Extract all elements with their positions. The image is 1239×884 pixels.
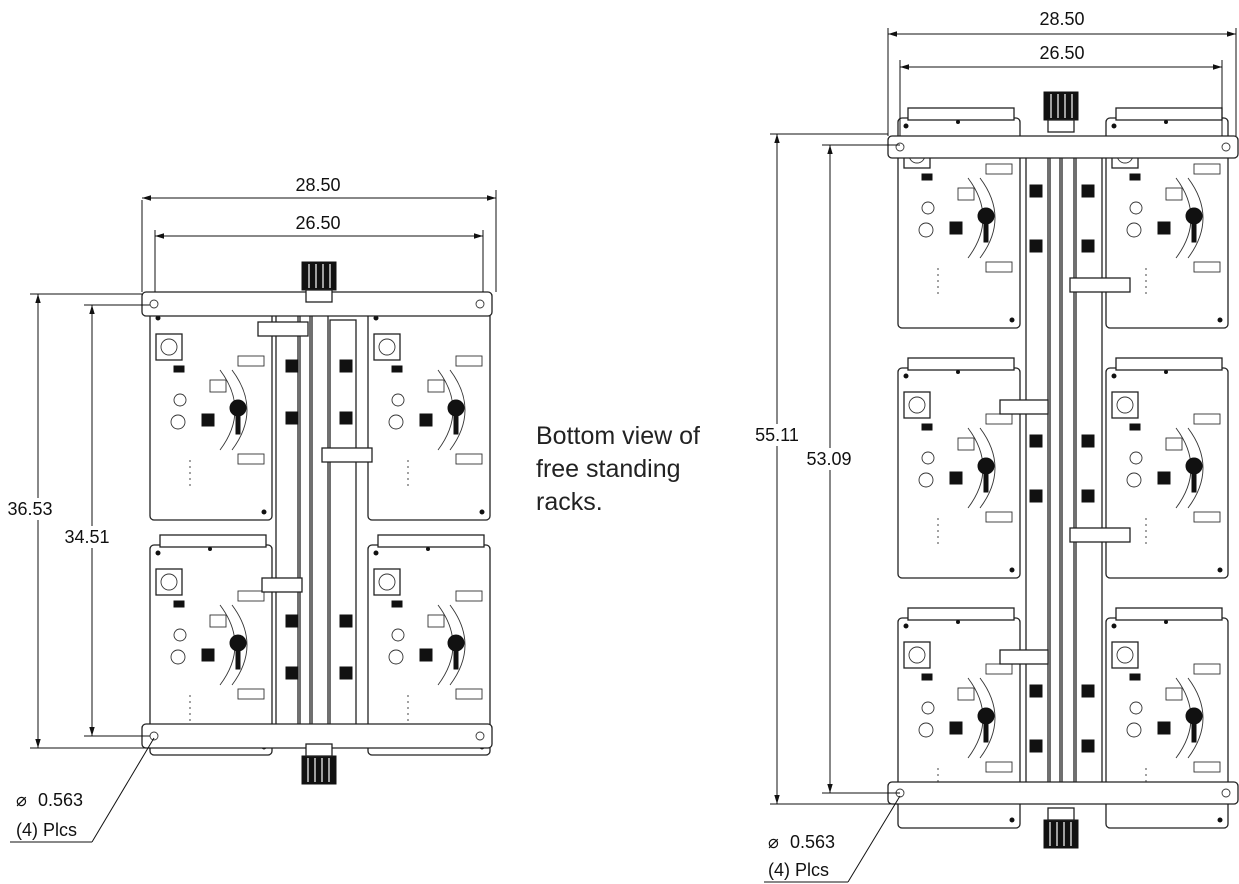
left-overall-height-label: 36.53 [7, 499, 52, 519]
right-bottom-bracket [887, 781, 1239, 805]
caption: Bottom view of free standing racks. [536, 420, 736, 519]
left-rack: 28.50 26.50 36.53 34.51 ⌀ 0.563 (4) Plcs [7, 175, 497, 843]
left-overall-width-label: 28.50 [295, 175, 340, 195]
right-hole-dia-symbol: ⌀ [768, 832, 779, 852]
left-manifold [257, 299, 373, 731]
left-hole-count-label: (4) Plcs [16, 820, 77, 840]
left-hole-leader [91, 737, 155, 843]
right-inner-width-label: 26.50 [1039, 43, 1084, 63]
right-module-2-left [897, 357, 1021, 579]
right-top-bracket [887, 135, 1239, 159]
left-hole-dia-label: 0.563 [38, 790, 83, 810]
left-module-bottom-left [149, 534, 273, 756]
right-hole-count-label: (4) Plcs [768, 860, 829, 880]
right-manifold [999, 149, 1131, 801]
right-rack: 28.50 26.50 55.11 53.09 ⌀ 0.563 (4) Plcs [752, 9, 1239, 883]
left-bottom-connector [301, 743, 337, 785]
right-overall-height-label: 55.11 [755, 425, 799, 445]
right-hole-leader [847, 795, 901, 883]
caption-line-3: racks. [536, 488, 603, 516]
right-overall-width-label: 28.50 [1039, 9, 1084, 29]
left-top-connector [301, 261, 337, 303]
left-inner-width-label: 26.50 [295, 213, 340, 233]
right-inner-height-label: 53.09 [806, 449, 851, 469]
right-module-2-right [1105, 357, 1229, 579]
caption-line-1: Bottom view of [536, 422, 700, 450]
left-module-bottom-right [367, 534, 491, 756]
left-hole-dia-symbol: ⌀ [16, 790, 27, 810]
left-inner-height-label: 34.51 [64, 527, 109, 547]
right-hole-dia-label: 0.563 [790, 832, 835, 852]
caption-line-2: free standing [536, 455, 681, 483]
left-module-top-left [149, 299, 273, 521]
left-module-top-right [367, 299, 491, 521]
right-top-connector [1043, 91, 1079, 133]
right-bottom-connector [1043, 807, 1079, 849]
